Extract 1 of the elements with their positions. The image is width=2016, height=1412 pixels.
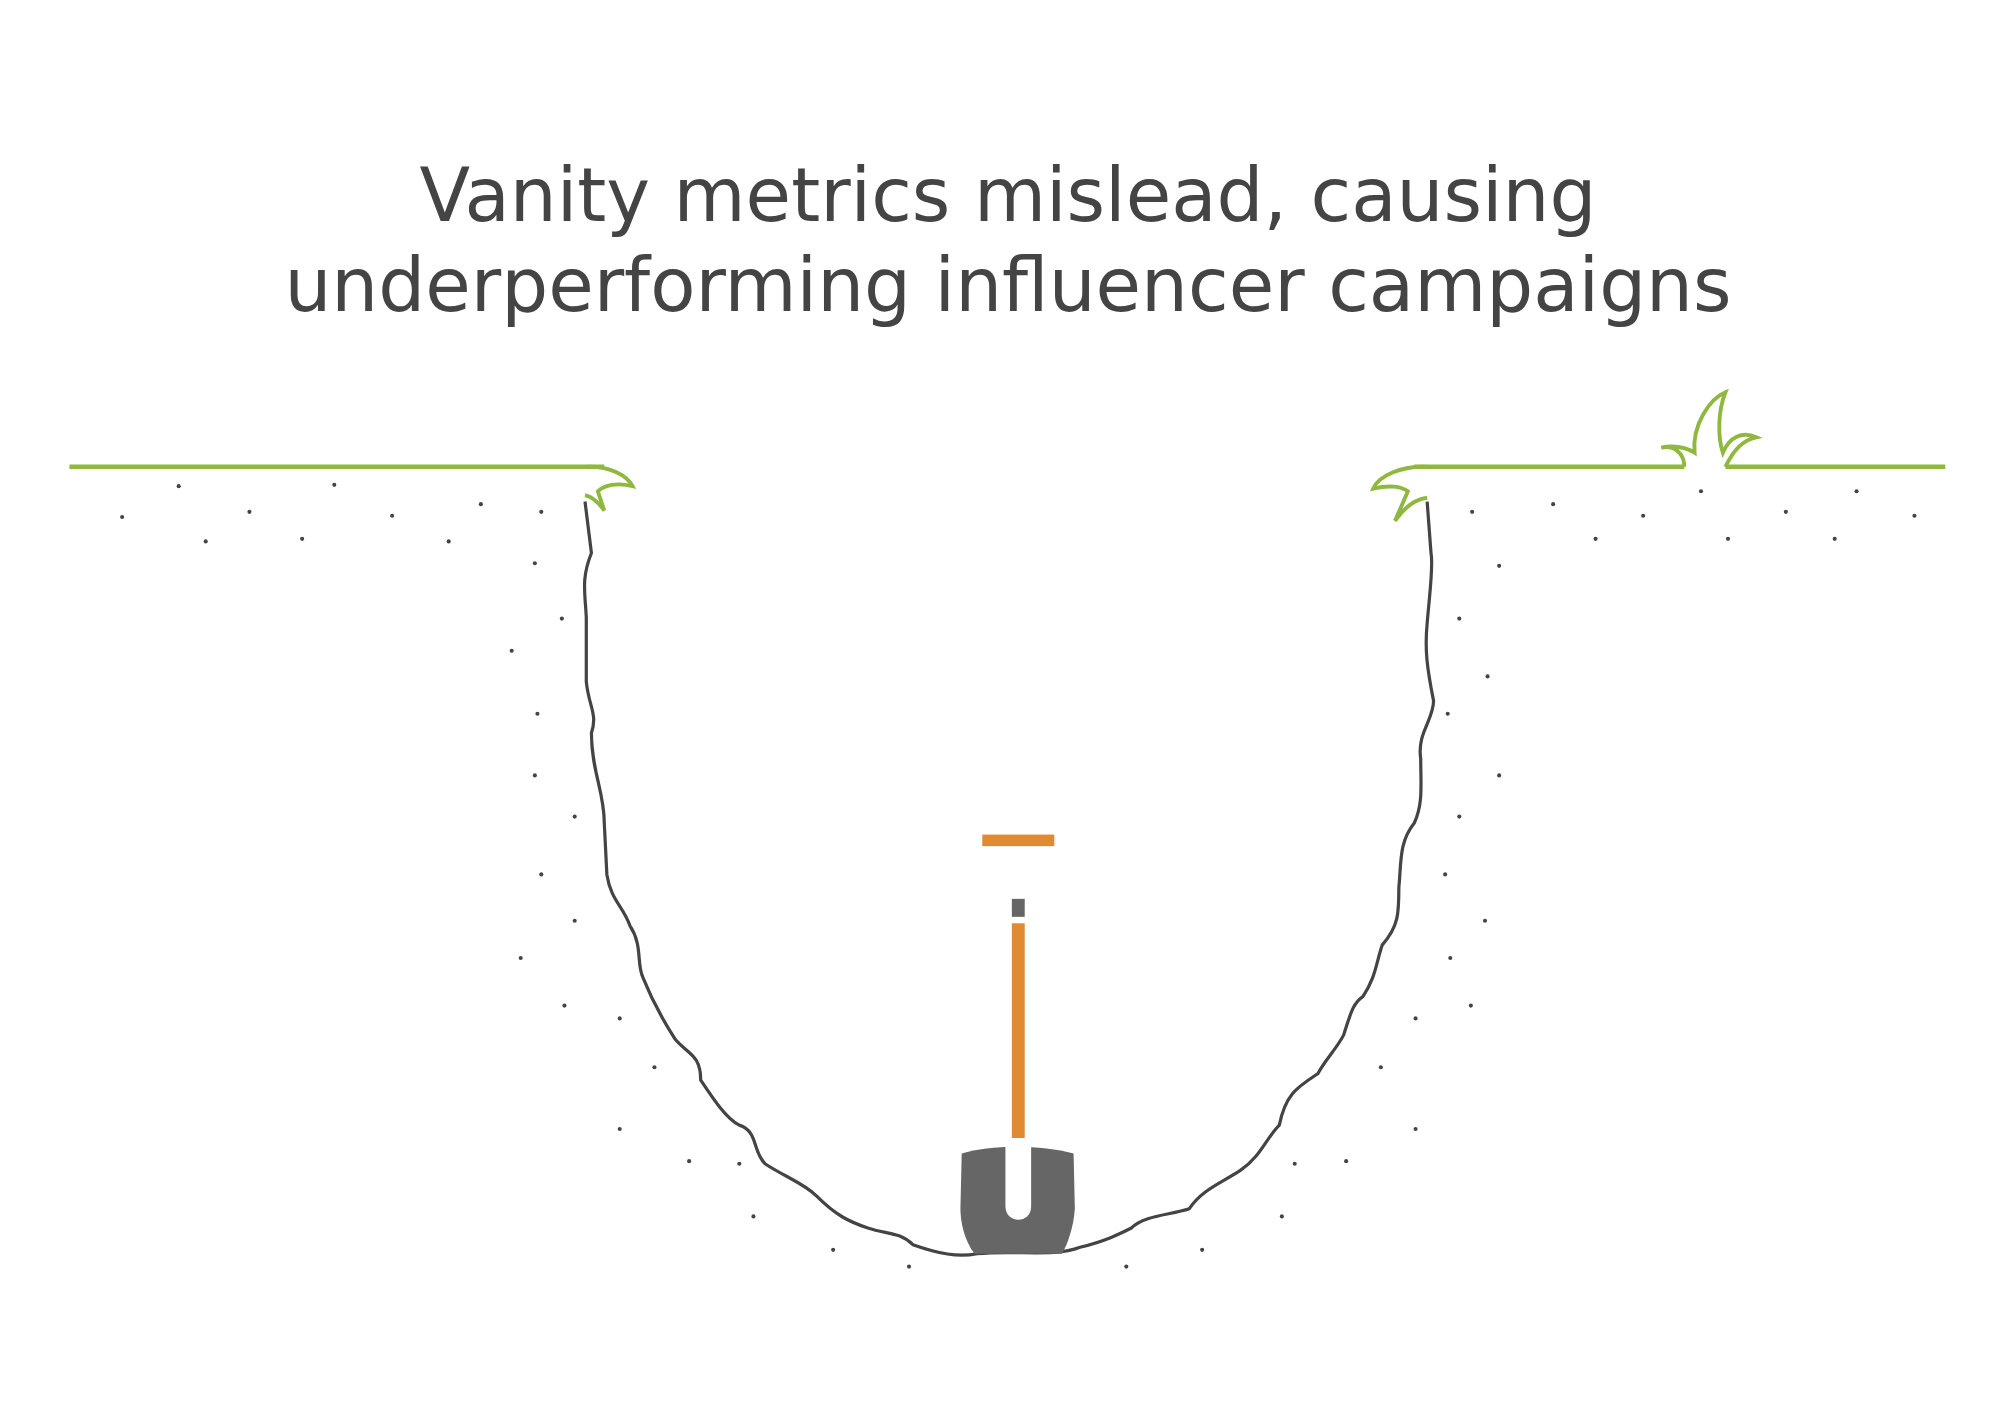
title: Vanity metrics mislead, causing underperforming influencer campaigns (283, 151, 1733, 330)
